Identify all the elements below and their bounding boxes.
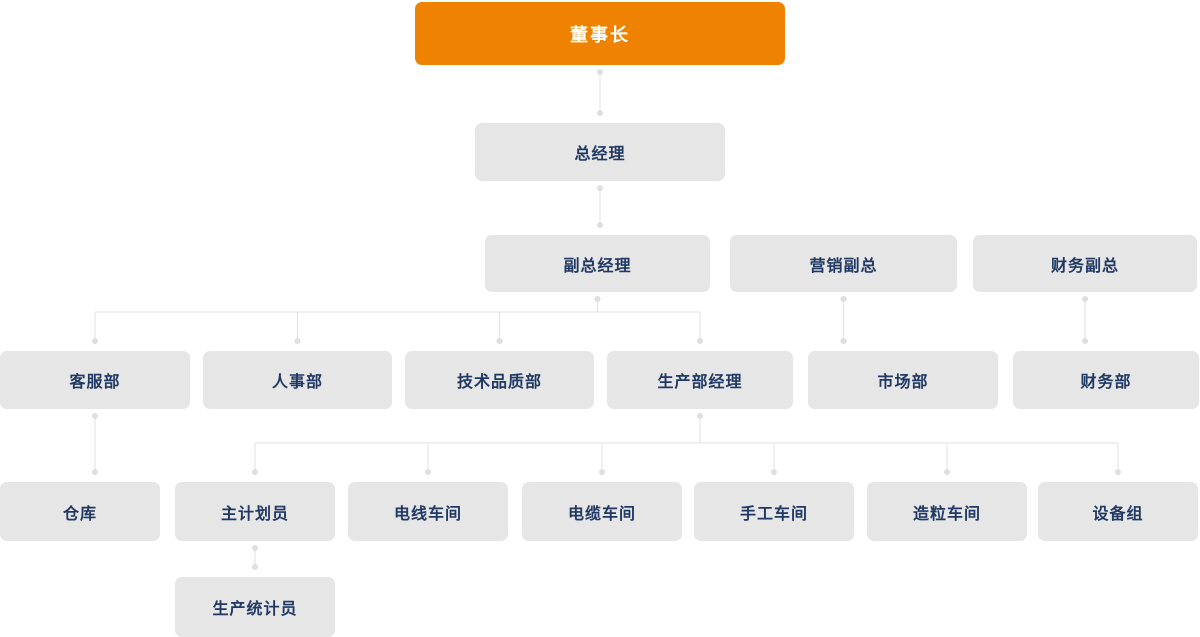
org-node-label-production-statistician: 生产统计员 [212, 601, 298, 618]
org-node-tech-quality-dept[interactable]: 技术品质部 [405, 351, 594, 409]
org-node-customer-service-dept[interactable]: 客服部 [0, 351, 190, 409]
org-node-warehouse[interactable]: 仓库 [0, 482, 160, 541]
org-node-general-manager[interactable]: 总经理 [475, 123, 725, 181]
org-node-marketing-vp[interactable]: 营销副总 [730, 235, 957, 292]
org-node-equipment-group[interactable]: 设备组 [1038, 482, 1198, 541]
org-node-label-chief-planner: 主计划员 [220, 505, 289, 523]
org-node-label-hr-dept: 人事部 [271, 374, 323, 391]
org-node-label-market-dept: 市场部 [877, 374, 929, 391]
org-node-label-chairman: 董事长 [570, 24, 630, 45]
org-node-label-customer-service-dept: 客服部 [69, 374, 121, 391]
org-node-label-granulation-workshop: 造粒车间 [912, 505, 981, 523]
org-node-manual-workshop[interactable]: 手工车间 [694, 482, 854, 541]
org-node-label-cable-workshop: 电缆车间 [567, 505, 636, 523]
org-node-chief-planner[interactable]: 主计划员 [175, 482, 335, 541]
org-node-label-finance-vp: 财务副总 [1050, 257, 1119, 275]
org-node-cable-workshop[interactable]: 电缆车间 [522, 482, 682, 541]
org-node-wire-workshop[interactable]: 电线车间 [348, 482, 508, 541]
org-node-hr-dept[interactable]: 人事部 [203, 351, 392, 409]
org-node-label-equipment-group: 设备组 [1092, 505, 1144, 523]
org-node-label-warehouse: 仓库 [62, 505, 97, 523]
org-node-finance-dept[interactable]: 财务部 [1013, 351, 1199, 409]
org-node-label-marketing-vp: 营销副总 [809, 257, 878, 275]
org-node-production-manager[interactable]: 生产部经理 [607, 351, 793, 409]
org-node-label-finance-dept: 财务部 [1080, 374, 1132, 391]
org-node-granulation-workshop[interactable]: 造粒车间 [867, 482, 1027, 541]
org-node-finance-vp[interactable]: 财务副总 [973, 235, 1197, 292]
org-node-label-wire-workshop: 电线车间 [393, 505, 462, 523]
org-node-label-general-manager: 总经理 [574, 146, 626, 163]
org-node-label-production-manager: 生产部经理 [657, 374, 743, 391]
org-node-chairman[interactable]: 董事长 [415, 2, 785, 65]
org-node-label-tech-quality-dept: 技术品质部 [456, 374, 542, 391]
org-node-deputy-general-manager[interactable]: 副总经理 [485, 235, 710, 292]
org-node-market-dept[interactable]: 市场部 [808, 351, 998, 409]
org-node-label-manual-workshop: 手工车间 [739, 505, 808, 523]
org-node-label-deputy-general-manager: 副总经理 [563, 257, 632, 275]
org-node-production-statistician[interactable]: 生产统计员 [175, 577, 335, 637]
